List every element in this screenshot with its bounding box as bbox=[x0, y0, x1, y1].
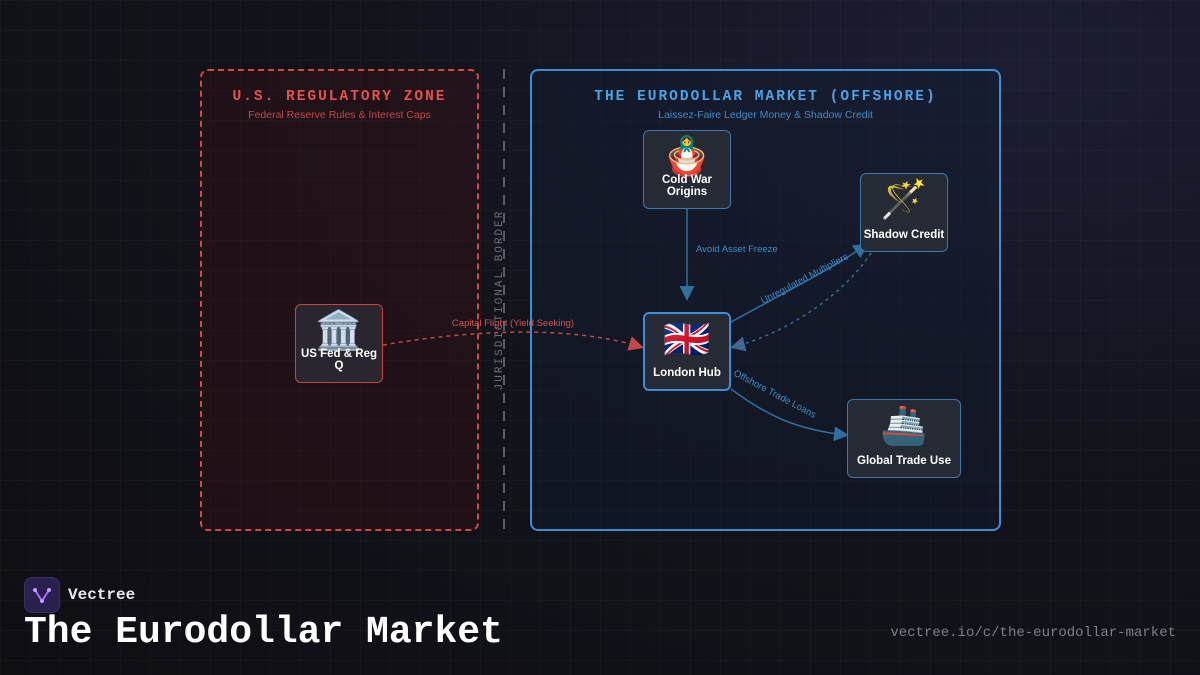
edge-shadow-return bbox=[730, 252, 872, 352]
node-global-trade-use[interactable]: 🚢 Global Trade Use bbox=[847, 399, 961, 478]
node-london-hub-label: London Hub bbox=[653, 367, 721, 379]
brand-name: Vectree bbox=[68, 586, 136, 604]
eurodollar-zone-title: THE EURODOLLAR MARKET (OFFSHORE) bbox=[594, 89, 937, 105]
vectree-logo-icon bbox=[24, 577, 60, 613]
edge-offshore-trade-loans bbox=[730, 388, 849, 442]
node-us-fed[interactable]: 🏛️ US Fed & Reg Q bbox=[295, 304, 383, 383]
edge-label-offshore-trade-loans: Offshore Trade Loans bbox=[732, 368, 818, 421]
node-cold-war-origins-label: Cold War Origins bbox=[661, 174, 713, 198]
page-title: The Eurodollar Market bbox=[24, 611, 503, 654]
node-london-hub[interactable]: 🇬🇧 London Hub bbox=[643, 312, 731, 391]
magic-wand-icon: 🪄 bbox=[880, 179, 928, 221]
edge-label-avoid-freeze: Avoid Asset Freeze bbox=[696, 244, 778, 255]
uk-flag-icon: 🇬🇧 bbox=[663, 319, 711, 361]
edge-unregulated-multipliers bbox=[730, 243, 869, 323]
page-url[interactable]: vectree.io/c/the-eurodollar-market bbox=[890, 625, 1176, 641]
brand[interactable]: Vectree bbox=[24, 577, 135, 613]
edge-capital-flight bbox=[382, 331, 644, 351]
edge-label-capital-flight: Capital Flight (Yield Seeking) bbox=[452, 318, 574, 329]
us-zone-subtitle: Federal Reserve Rules & Interest Caps bbox=[248, 109, 431, 121]
node-shadow-credit[interactable]: 🪄 Shadow Credit bbox=[860, 173, 948, 252]
node-shadow-credit-label: Shadow Credit bbox=[863, 229, 945, 241]
node-global-trade-use-label: Global Trade Use bbox=[857, 455, 951, 467]
nesting-dolls-icon: 🪆 bbox=[663, 136, 711, 178]
us-regulatory-zone: U.S. REGULATORY ZONE Federal Reserve Rul… bbox=[200, 69, 479, 531]
edge-label-unregulated-multipliers: Unregulated Multipliers bbox=[759, 251, 850, 306]
jurisdictional-border-label: JURISDICTIONAL BORDER bbox=[494, 209, 506, 391]
ship-icon: 🚢 bbox=[880, 405, 928, 447]
node-cold-war-origins[interactable]: 🪆 Cold War Origins bbox=[643, 130, 731, 209]
classical-building-icon: 🏛️ bbox=[315, 310, 363, 352]
eurodollar-zone-subtitle: Laissez-Faire Ledger Money & Shadow Cred… bbox=[658, 109, 873, 121]
node-us-fed-label: US Fed & Reg Q bbox=[300, 348, 378, 372]
us-zone-title: U.S. REGULATORY ZONE bbox=[232, 89, 447, 105]
